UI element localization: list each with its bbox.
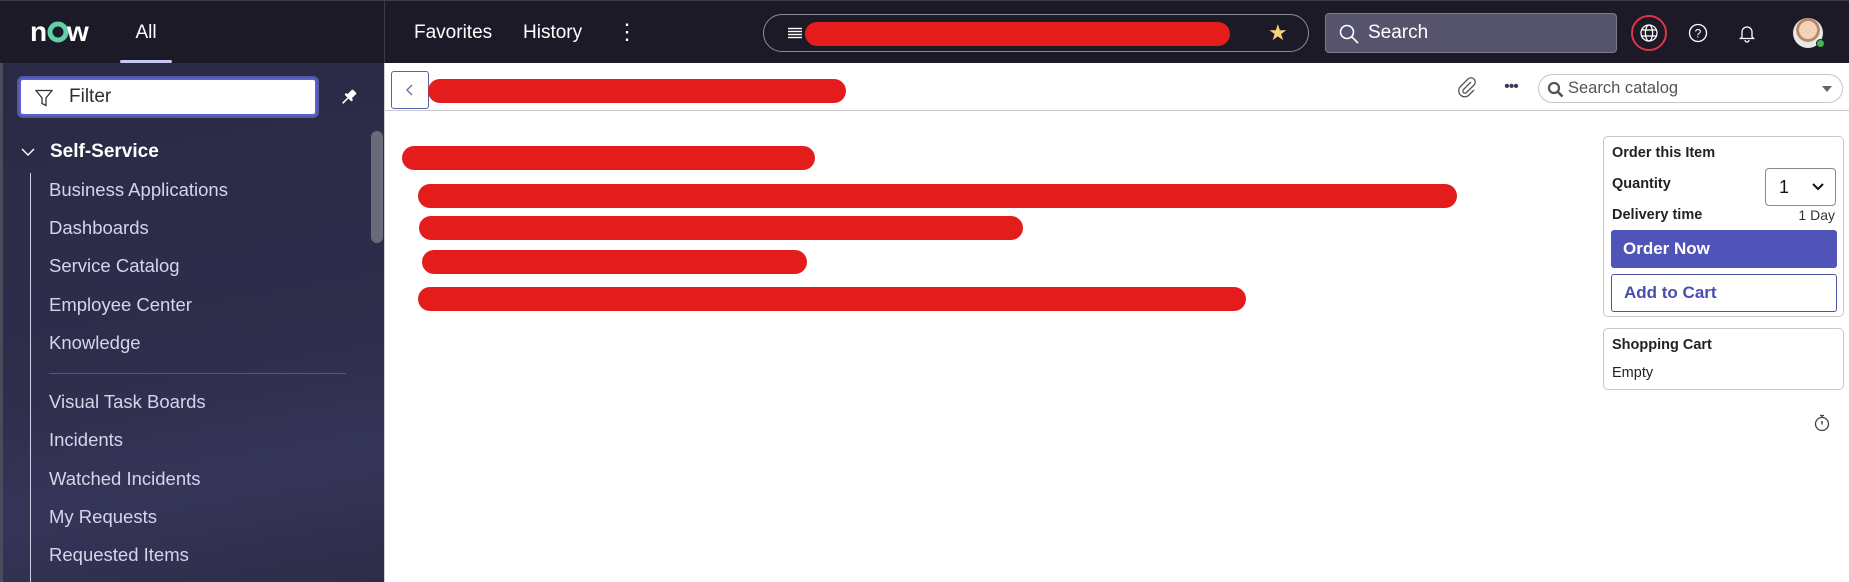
stopwatch-icon[interactable] — [1813, 414, 1831, 432]
star-icon[interactable]: ★ — [1268, 20, 1288, 45]
main-content: ••• Search catalog Order this Item Quant… — [384, 63, 1849, 582]
sidebar-item-visual-task-boards[interactable]: Visual Task Boards — [49, 391, 206, 412]
servicenow-logo[interactable]: n w — [30, 17, 100, 47]
description-line-redacted — [422, 250, 807, 274]
shopping-cart-status: Empty — [1612, 365, 1654, 381]
sidebar-item-knowledge[interactable]: Knowledge — [49, 332, 141, 353]
pin-icon[interactable] — [339, 87, 359, 107]
chevron-left-icon — [406, 84, 413, 96]
order-now-button[interactable]: Order Now — [1611, 230, 1837, 268]
list-icon — [788, 27, 802, 39]
delivery-time-label: Delivery time — [1612, 207, 1703, 223]
context-title-redacted — [805, 22, 1230, 46]
svg-text:n: n — [30, 17, 47, 47]
description-line-redacted — [419, 216, 1023, 240]
filter-icon — [35, 89, 53, 107]
sidebar-item-business-applications[interactable]: Business Applications — [49, 179, 228, 200]
sidebar-item-watched-incidents[interactable]: Watched Incidents — [49, 468, 201, 489]
sidebar-item-incidents[interactable]: Incidents — [49, 429, 124, 450]
sidebar-item-employee-center[interactable]: Employee Center — [49, 294, 192, 315]
quantity-value: 1 — [1779, 177, 1790, 197]
item-header: ••• Search catalog — [385, 63, 1849, 111]
filter-field[interactable] — [19, 78, 317, 116]
context-pill[interactable]: ★ — [763, 14, 1309, 52]
search-icon — [1339, 24, 1359, 44]
sidebar-divider — [49, 373, 346, 374]
sidebar-item-requested-items[interactable]: Requested Items — [49, 544, 189, 565]
delivery-time-value: 1 Day — [1798, 207, 1835, 223]
description-line-redacted — [402, 146, 815, 170]
search-icon — [1547, 81, 1564, 98]
order-panel: Order this Item Quantity 1 Delivery time… — [1603, 136, 1844, 317]
quantity-label: Quantity — [1612, 176, 1671, 192]
online-status-dot — [1816, 39, 1825, 48]
chevron-down-icon — [1812, 183, 1824, 191]
globe-icon[interactable] — [1631, 15, 1667, 51]
paperclip-icon[interactable] — [1456, 76, 1478, 98]
bell-icon[interactable] — [1729, 15, 1765, 51]
svg-text:?: ? — [1695, 27, 1702, 41]
header-divider — [384, 1, 385, 64]
top-navigation-bar: n w All Favorites History ⋮ ★ Search ? — [0, 0, 1849, 64]
nav-history[interactable]: History — [523, 21, 583, 43]
filter-input[interactable] — [69, 80, 309, 114]
help-icon[interactable]: ? — [1680, 15, 1716, 51]
sidebar-item-service-catalog[interactable]: Service Catalog — [49, 255, 180, 276]
quantity-select[interactable]: 1 — [1765, 168, 1836, 206]
nav-favorites[interactable]: Favorites — [414, 21, 493, 43]
description-line-redacted — [418, 184, 1457, 208]
shopping-cart-panel: Shopping Cart Empty — [1603, 328, 1844, 390]
back-button[interactable] — [391, 71, 429, 109]
shopping-cart-title: Shopping Cart — [1612, 337, 1712, 353]
tree-guide-line — [30, 173, 31, 582]
catalog-search-input[interactable]: Search catalog — [1538, 74, 1843, 103]
tab-all[interactable]: All — [120, 1, 172, 64]
description-line-redacted — [418, 287, 1246, 311]
caret-down-icon[interactable] — [1822, 86, 1832, 92]
horizontal-ellipsis-icon[interactable]: ••• — [1504, 78, 1519, 95]
section-label: Self-Service — [50, 141, 159, 162]
global-search-placeholder: Search — [1368, 22, 1429, 43]
global-search-input[interactable]: Search — [1325, 13, 1617, 53]
svg-text:w: w — [66, 17, 89, 47]
vertical-ellipsis-icon[interactable]: ⋮ — [616, 19, 638, 44]
navigation-sidebar: Self-Service Business Applications Dashb… — [0, 63, 384, 582]
sidebar-scrollbar[interactable] — [371, 131, 383, 243]
section-self-service[interactable]: Self-Service — [20, 137, 159, 167]
add-to-cart-button[interactable]: Add to Cart — [1611, 274, 1837, 312]
sidebar-item-my-requests[interactable]: My Requests — [49, 506, 157, 527]
order-panel-title: Order this Item — [1612, 145, 1716, 161]
chevron-down-icon — [21, 148, 35, 156]
sidebar-item-dashboards[interactable]: Dashboards — [49, 217, 149, 238]
catalog-search-placeholder: Search catalog — [1568, 79, 1679, 97]
item-title-redacted — [428, 79, 846, 103]
